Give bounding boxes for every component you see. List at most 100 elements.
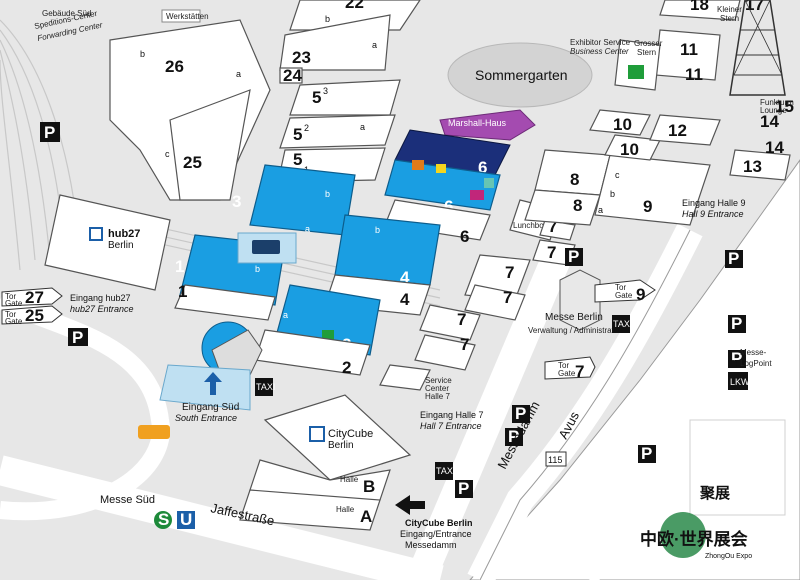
parking-18-badge: P xyxy=(40,122,60,142)
hall-b-label: Halle xyxy=(340,475,359,484)
s-bahn-icon: S xyxy=(154,510,172,529)
svg-text:P: P xyxy=(458,479,469,498)
loop-road xyxy=(0,291,170,521)
messe-berlin-label: Messe Berlin xyxy=(545,312,603,323)
hall-12-number: 12 xyxy=(668,121,687,140)
hall-1-2-number: 1 xyxy=(175,257,184,276)
citycube-logo-icon xyxy=(309,426,325,442)
service-center-building xyxy=(379,364,431,391)
hall-5-2-level: 2 xyxy=(304,123,309,133)
orange-bus-icon xyxy=(138,425,170,439)
a115-badge xyxy=(545,451,567,467)
werkstaetten-box xyxy=(161,9,201,23)
hall7-entrance-en: Hall 7 Entrance xyxy=(420,421,482,431)
hall-26-number: 26 xyxy=(165,57,184,76)
hall-4-2-number: 4 xyxy=(400,268,410,287)
hall-4-1-number: 4 xyxy=(400,290,410,309)
hall-6-teal-block xyxy=(484,178,494,188)
hall-23-a: a xyxy=(372,40,377,50)
hall-9-c: c xyxy=(615,170,620,180)
svg-text:Tor: Tor xyxy=(5,310,16,319)
hall-25-building xyxy=(169,89,251,201)
hall-6-yellow-block xyxy=(436,164,446,173)
svg-text:中欧·世界展会: 中欧·世界展会 xyxy=(640,529,748,549)
hall-3-2-b: b xyxy=(325,189,330,199)
hub27-logo-icon xyxy=(89,227,103,241)
hub27-building xyxy=(44,194,171,291)
sommergarten xyxy=(447,42,593,108)
hall-14-1-number: 14 xyxy=(765,138,784,157)
hall-6-1-number: 6 xyxy=(460,227,469,246)
funkturm-tower-icon xyxy=(729,0,786,96)
hall-5-2-a: a xyxy=(360,122,365,132)
hall-a-label: Halle xyxy=(336,505,355,514)
hall-5-1-number: 5 xyxy=(293,150,302,169)
hall-26-b: b xyxy=(140,49,145,59)
lounge-label: Lounge xyxy=(760,106,787,115)
hall-6-3-number: 6 xyxy=(478,158,487,177)
hall-5-2-number: 5 xyxy=(293,125,302,144)
hall-12-building xyxy=(649,114,721,146)
funkturm-label: Funkturm xyxy=(760,98,794,107)
a115-label: 115 xyxy=(548,455,562,465)
hall-6-magenta-block xyxy=(470,190,484,200)
svg-text:P: P xyxy=(568,247,579,266)
hall-9-building xyxy=(594,154,711,226)
taxi-south-icon xyxy=(255,378,273,396)
hall-b-letter: B xyxy=(363,477,375,496)
svg-text:25: 25 xyxy=(25,306,44,325)
citycube-building xyxy=(263,394,412,481)
hall-14-2-number: 14 xyxy=(760,112,779,131)
messe-sued-label: Messe Süd xyxy=(100,494,155,506)
lunchbox-label: Lunchbox xyxy=(513,221,548,230)
taxi-south-label: TAXI xyxy=(256,382,275,392)
hall-4-2-b: b xyxy=(375,225,380,235)
logpoint-label-1: Messe- xyxy=(740,348,767,357)
hub27-entrance-de: Eingang hub27 xyxy=(70,293,131,303)
hall-9-entrance-de: Eingang Halle 9 xyxy=(682,198,746,208)
logpoint-label-2: LogPoint xyxy=(740,359,772,368)
admin-tower-building xyxy=(559,269,601,331)
logpoint-dot-icon xyxy=(729,360,737,368)
hall-7-2a-building xyxy=(419,304,481,341)
marshall-haus-label: Marshall-Haus xyxy=(448,118,507,128)
gate-25-sign: Tor Gate 25 xyxy=(1,305,63,326)
svg-text:P: P xyxy=(508,427,519,446)
hall-18-building xyxy=(659,0,741,21)
taxi-right-badges: TAXI TAXI xyxy=(435,315,632,480)
marshall-haus-building xyxy=(439,109,536,141)
svg-text:7: 7 xyxy=(575,362,584,381)
messedamm-road xyxy=(406,244,574,580)
hall-9-a: a xyxy=(598,205,603,215)
svg-text:LKW: LKW xyxy=(730,377,750,387)
werkstaetten-label: Werkstätten xyxy=(166,12,209,21)
hall-23-b: b xyxy=(325,14,330,24)
hall-26-a: a xyxy=(236,69,241,79)
hall-13-number: 13 xyxy=(743,157,762,176)
svg-text:Tor: Tor xyxy=(615,283,626,292)
south-entrance-en: South Entrance xyxy=(175,413,237,423)
service-center-label-2: Center xyxy=(425,384,449,393)
hall-13-building xyxy=(729,149,791,181)
avus-road-edge xyxy=(479,229,691,580)
gate-9-sign: Tor Gate 9 xyxy=(594,279,656,304)
gate-27-sign: Tor Gate 27 xyxy=(1,287,63,308)
hub27-entrance-en: hub27 Entrance xyxy=(70,304,134,314)
svg-text:TAXI: TAXI xyxy=(613,319,632,329)
exhibitor-service-icon xyxy=(628,65,644,79)
hall7-entrance-de: Eingang Halle 7 xyxy=(420,410,484,420)
svg-text:Gate: Gate xyxy=(5,317,23,326)
hall-2-2-a: a xyxy=(283,310,288,320)
hall-7-2c-number: 7 xyxy=(548,217,557,236)
svg-text:ZhongOu Expo: ZhongOu Expo xyxy=(705,553,752,560)
svg-text:TAXI: TAXI xyxy=(436,466,455,476)
hall-11-2-number: 11 xyxy=(680,40,698,59)
hall-25-number: 25 xyxy=(183,153,202,172)
service-center-label-1: Service xyxy=(425,376,452,385)
hall-6-1-building xyxy=(384,199,491,241)
hall-8-1-number: 8 xyxy=(573,196,582,215)
hall-5-3-level: 3 xyxy=(323,86,328,96)
hall-24-number: 24 xyxy=(283,66,302,85)
